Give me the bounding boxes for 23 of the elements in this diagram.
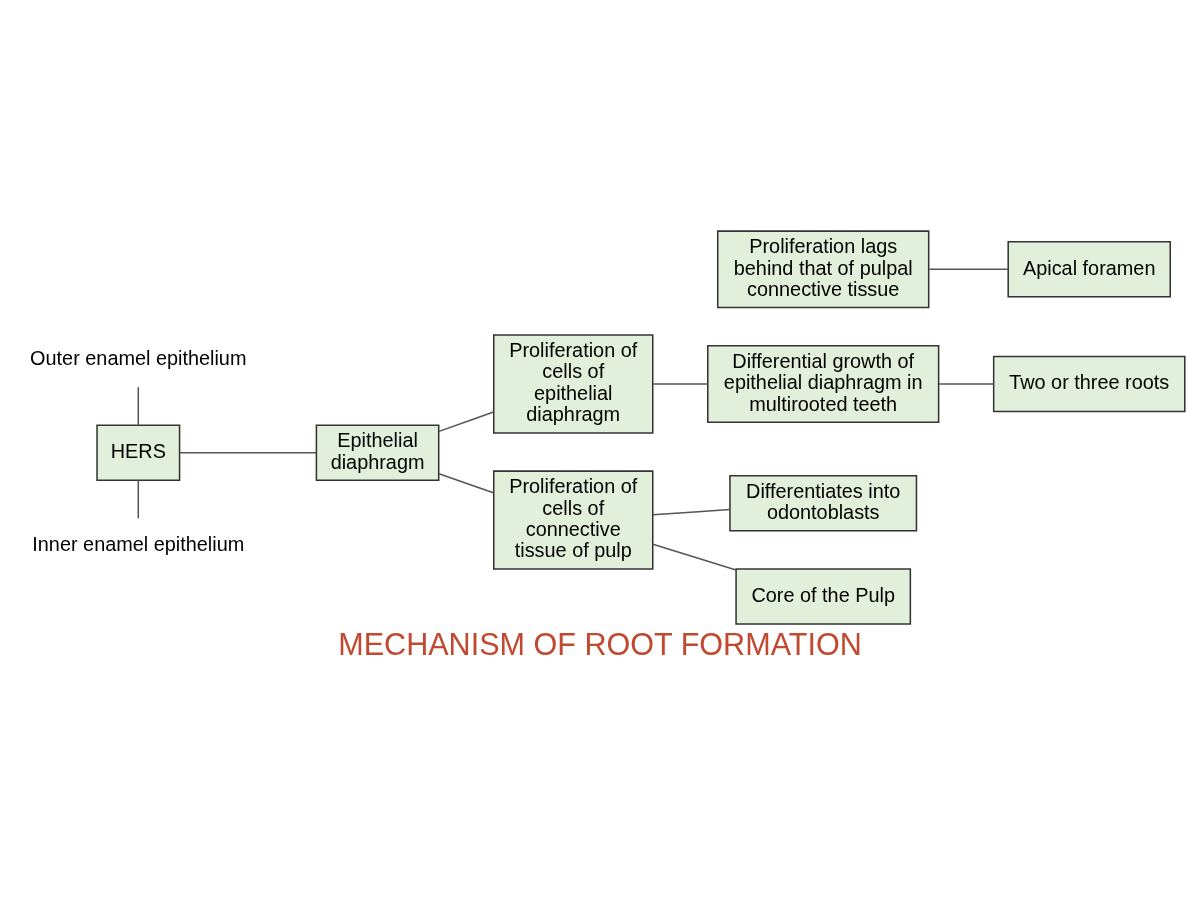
connector bbox=[652, 543, 737, 571]
connector bbox=[652, 382, 709, 385]
node-text: Outer enamel epithelium bbox=[30, 346, 247, 369]
node-text: Inner enamel epithelium bbox=[32, 532, 245, 555]
node-box: Proliferation lags behind that of pulpal connective tissue bbox=[716, 229, 930, 308]
node-box: Epithelial diaphragm bbox=[315, 424, 440, 481]
connector bbox=[438, 472, 495, 493]
node-box: Differential growth of epithelial diaphragm in multirooted teeth bbox=[707, 344, 940, 423]
connector bbox=[137, 385, 140, 426]
node-box: Proliferation of cells of connective tissue of pulp bbox=[493, 469, 654, 570]
connector bbox=[652, 508, 731, 515]
node-box: Apical foramen bbox=[1007, 240, 1171, 298]
connector bbox=[438, 410, 495, 432]
node-box: Core of the Pulp bbox=[735, 567, 912, 625]
connector bbox=[137, 479, 140, 519]
connector bbox=[938, 382, 995, 385]
connector bbox=[928, 268, 1009, 270]
connector bbox=[179, 451, 317, 454]
diagram-title: MECHANISM OF ROOT FORMATION bbox=[338, 626, 862, 661]
node-box: Proliferation of cells of epithelial diaphragm bbox=[493, 333, 654, 434]
node-box: Differentiates into odontoblasts bbox=[729, 474, 918, 532]
node-box: Two or three roots bbox=[992, 355, 1186, 412]
node-box: HERS bbox=[96, 424, 181, 481]
